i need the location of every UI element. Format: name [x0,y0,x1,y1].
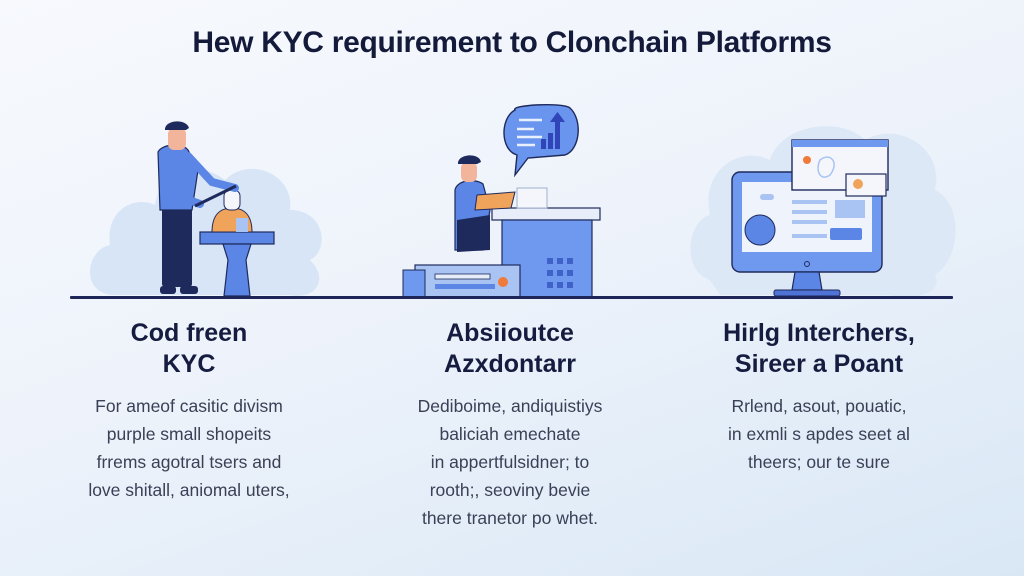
feature-description: For ameof casitic divism purple small sh… [88,396,290,500]
laptop-person-icon [454,155,548,252]
feature-description: Dediboime, andiquistiys baliciah emechat… [417,396,603,528]
feature-description: Rrlend, asout, pouatic, in exmli s apdes… [728,396,910,472]
desk-machine-icon [402,207,601,299]
standing-person-icon [157,121,239,294]
kiosk-pedestal-icon [199,231,275,297]
monitor-video-call-illustration [690,126,956,297]
video-call-window-icon [791,139,889,197]
laptop-analytics-illustration [402,104,601,299]
feature-column-2: Absiioutce Azxdontarr Dediboime, andiqui… [370,318,650,532]
seated-person-icon [211,189,253,233]
page-title: Hew KYC requirement to Clonchain Platfor… [192,26,832,59]
kyc-scan-illustration [90,121,322,297]
feature-heading: Hirlg Interchers, Sireer a Poant [723,319,915,378]
feature-column-3: Hirlg Interchers, Sireer a Poant Rrlend,… [679,318,959,476]
feature-heading: Cod freen KYC [130,319,248,378]
ground-divider-line [70,296,953,299]
feature-heading: Absiioutce Azxdontarr [444,319,576,378]
chat-bubble-chart-icon [503,104,579,178]
feature-column-1: Cod freen KYC For ameof casitic divism p… [49,318,329,504]
